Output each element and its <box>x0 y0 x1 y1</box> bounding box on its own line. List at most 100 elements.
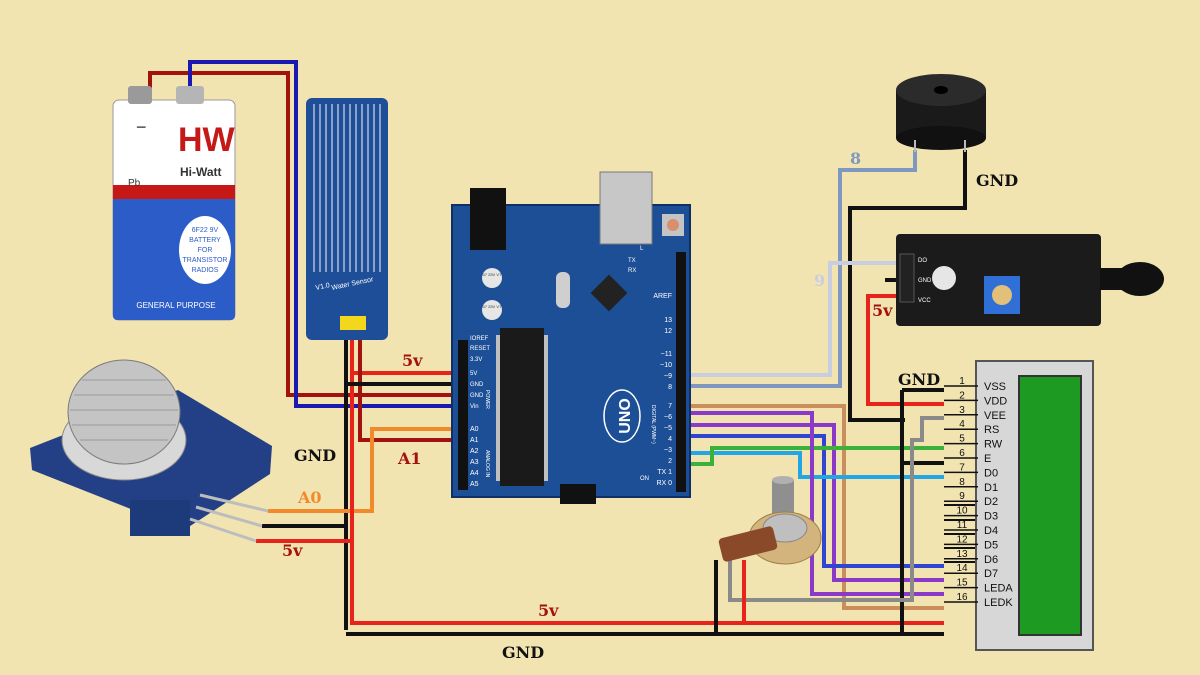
pin-a0: A0 <box>470 426 479 433</box>
lcd-pin-name: VDD <box>984 395 1007 407</box>
pin-d11: ~11 <box>661 351 672 358</box>
pin-d6: ~6 <box>664 414 672 421</box>
lcd-pin-name: VEE <box>984 410 1006 422</box>
pin-ioref: IOREF <box>470 336 489 342</box>
battery-footer: GENERAL PURPOSE <box>136 301 215 310</box>
pin-d8: 8 <box>668 384 672 391</box>
battery-label-line4: TRANSISTOR <box>183 257 228 264</box>
gas-sensor-mesh-lines <box>70 379 178 441</box>
pin-a5: A5 <box>470 481 479 488</box>
lcd-pin-name: RW <box>984 439 1003 451</box>
pin-vin: Vin <box>470 404 479 410</box>
flame-5v-wire <box>866 294 944 406</box>
lcd-pin-name: D6 <box>984 554 998 566</box>
flame-pin-do: DO <box>918 258 927 264</box>
reset-button-cap[interactable] <box>667 219 679 231</box>
lcd-pin-stubs <box>944 504 975 563</box>
capacitor-2 <box>482 300 502 320</box>
lcd-pin-number: 10 <box>956 506 968 517</box>
icsp-header <box>560 484 596 504</box>
wires <box>148 60 975 636</box>
flame-pin9-wire <box>682 261 900 377</box>
pin-d7: 7 <box>668 403 672 410</box>
label-pin9: 9 <box>814 271 825 290</box>
battery-9v: − HW Hi-Watt Pb 6F22 9V BATTERY FOR TRAN… <box>112 86 236 321</box>
usb-port <box>599 171 653 245</box>
lcd-pin-name: LEDA <box>984 583 1013 595</box>
lcd-pin-number: 5 <box>959 434 965 445</box>
pin-a2: A2 <box>470 448 479 455</box>
label-5v-flame: 5v <box>872 301 893 320</box>
label-gnd-buzzer: GND <box>976 171 1018 190</box>
uno-logo-ring <box>603 389 641 443</box>
capacitor-1 <box>482 268 502 288</box>
pin-reset: RESET <box>470 346 490 352</box>
analog-pin-labels: A0 A1 A2 A3 A4 A5 <box>470 426 479 488</box>
pin-d3: ~3 <box>664 447 672 454</box>
label-gnd-bottom: GND <box>502 643 544 662</box>
l-led-label: L <box>640 246 644 252</box>
pin-3v3: 3.3V <box>470 357 482 363</box>
battery-terminal-positive <box>176 86 204 104</box>
digital-header-label: DIGITAL (PWM~) <box>650 405 656 444</box>
atmega-chip <box>500 328 544 486</box>
label-5v-bottom: 5v <box>538 601 559 620</box>
buzzer-pin8-wire <box>682 150 917 388</box>
lcd-d6-wire <box>682 423 944 582</box>
pin-d10: ~10 <box>660 362 672 369</box>
lcd-d4-wire <box>682 411 944 596</box>
lcd-pin-name: LEDK <box>984 597 1013 609</box>
pin-d0: RX 0 <box>656 480 672 487</box>
power-header-label: POWER <box>484 390 490 409</box>
gas-sensor-pins-block <box>130 500 190 536</box>
gas-sensor-legs <box>189 493 269 543</box>
lcd-pin-number: 2 <box>959 390 965 401</box>
lcd-pin-name: E <box>984 453 991 465</box>
lcd-pin-name: VSS <box>984 381 1006 393</box>
lcd-pin-name: D7 <box>984 568 998 580</box>
pin-gnd-1: GND <box>470 382 484 388</box>
potentiometer-legs-base <box>718 526 778 562</box>
battery-label-line5: RADIOS <box>192 267 219 274</box>
pin-a3: A3 <box>470 459 479 466</box>
gas-sensor-a0-wire <box>268 427 466 513</box>
usb-chip <box>590 274 628 312</box>
crystal <box>556 272 570 308</box>
pin-d13: 13 <box>664 317 672 324</box>
analog-header-label: ANALOG IN <box>484 450 490 478</box>
label-a0: A0 <box>297 488 322 507</box>
on-led-label: ON <box>640 476 649 482</box>
lcd-pin-number: 1 <box>959 376 965 387</box>
capacitor-2-label: 47 25V VT <box>483 304 502 309</box>
board-name: UNO <box>617 398 634 434</box>
battery-brand: Hi-Watt <box>180 165 222 179</box>
pin-d2: 2 <box>668 458 672 465</box>
label-gnd-lcd: GND <box>898 370 940 389</box>
lcd-pin-number: 3 <box>959 405 965 416</box>
pin-a1: A1 <box>470 437 479 444</box>
battery-pb-mark: Pb <box>128 178 141 189</box>
left-header <box>458 340 468 490</box>
battery-label-line3: FOR <box>198 247 213 254</box>
label-5v-left: 5v <box>282 541 303 560</box>
arduino-uno-board: 47 25V VT 47 25V VT UNO IOREF RESET 3.3V… <box>451 171 691 504</box>
water-sensor-header <box>340 316 366 330</box>
water-sensor-signal-wire <box>358 330 466 442</box>
gas-sensor-mq <box>30 359 272 543</box>
lcd-pin-number: 9 <box>959 491 965 502</box>
label-pin8: 8 <box>850 149 861 168</box>
power-pin-labels: IOREF RESET 3.3V 5V GND GND Vin <box>470 336 490 410</box>
water-sensor-traces <box>313 104 381 272</box>
flame-sensor-pin-labels: DO GND VCC <box>918 258 932 304</box>
buzzer-gnd-wire <box>848 150 967 422</box>
pin-d4: 4 <box>668 436 672 443</box>
battery-minus-sign: − <box>136 117 147 137</box>
label-gnd-left: GND <box>294 446 336 465</box>
wire-labels: 5v 5v 5v 5v GND GND GND GND A0 A1 8 9 <box>282 149 1018 662</box>
battery-terminal-negative <box>128 86 152 104</box>
pin-5v: 5V <box>470 371 477 377</box>
